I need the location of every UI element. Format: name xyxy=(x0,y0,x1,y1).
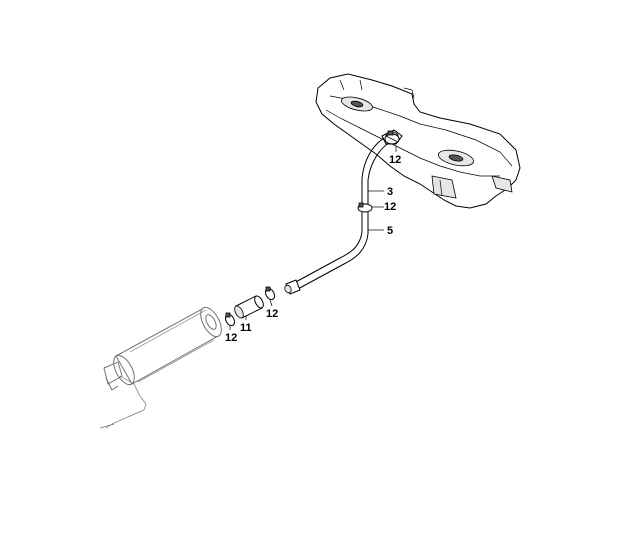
upper-clamp xyxy=(384,130,400,145)
callout-mid-clamp: 12 xyxy=(384,201,396,213)
leader-clamp-right xyxy=(269,299,273,307)
callout-clamp-right: 12 xyxy=(266,308,278,320)
callout-clamp-left: 12 xyxy=(225,332,237,344)
callout-hose-3: 3 xyxy=(387,186,393,198)
callout-connector-11: 11 xyxy=(240,322,252,334)
mid-clamp xyxy=(357,202,373,213)
clamp-left xyxy=(224,312,236,327)
callout-pipe-5: 5 xyxy=(387,225,393,237)
connector-11 xyxy=(234,295,264,319)
pipe-5 xyxy=(284,212,369,295)
fuel-canister xyxy=(99,306,222,429)
clamp-right xyxy=(264,286,276,301)
callout-upper-clamp: 12 xyxy=(389,154,401,166)
leader-lines xyxy=(229,146,397,330)
fuel-tank xyxy=(315,73,521,209)
